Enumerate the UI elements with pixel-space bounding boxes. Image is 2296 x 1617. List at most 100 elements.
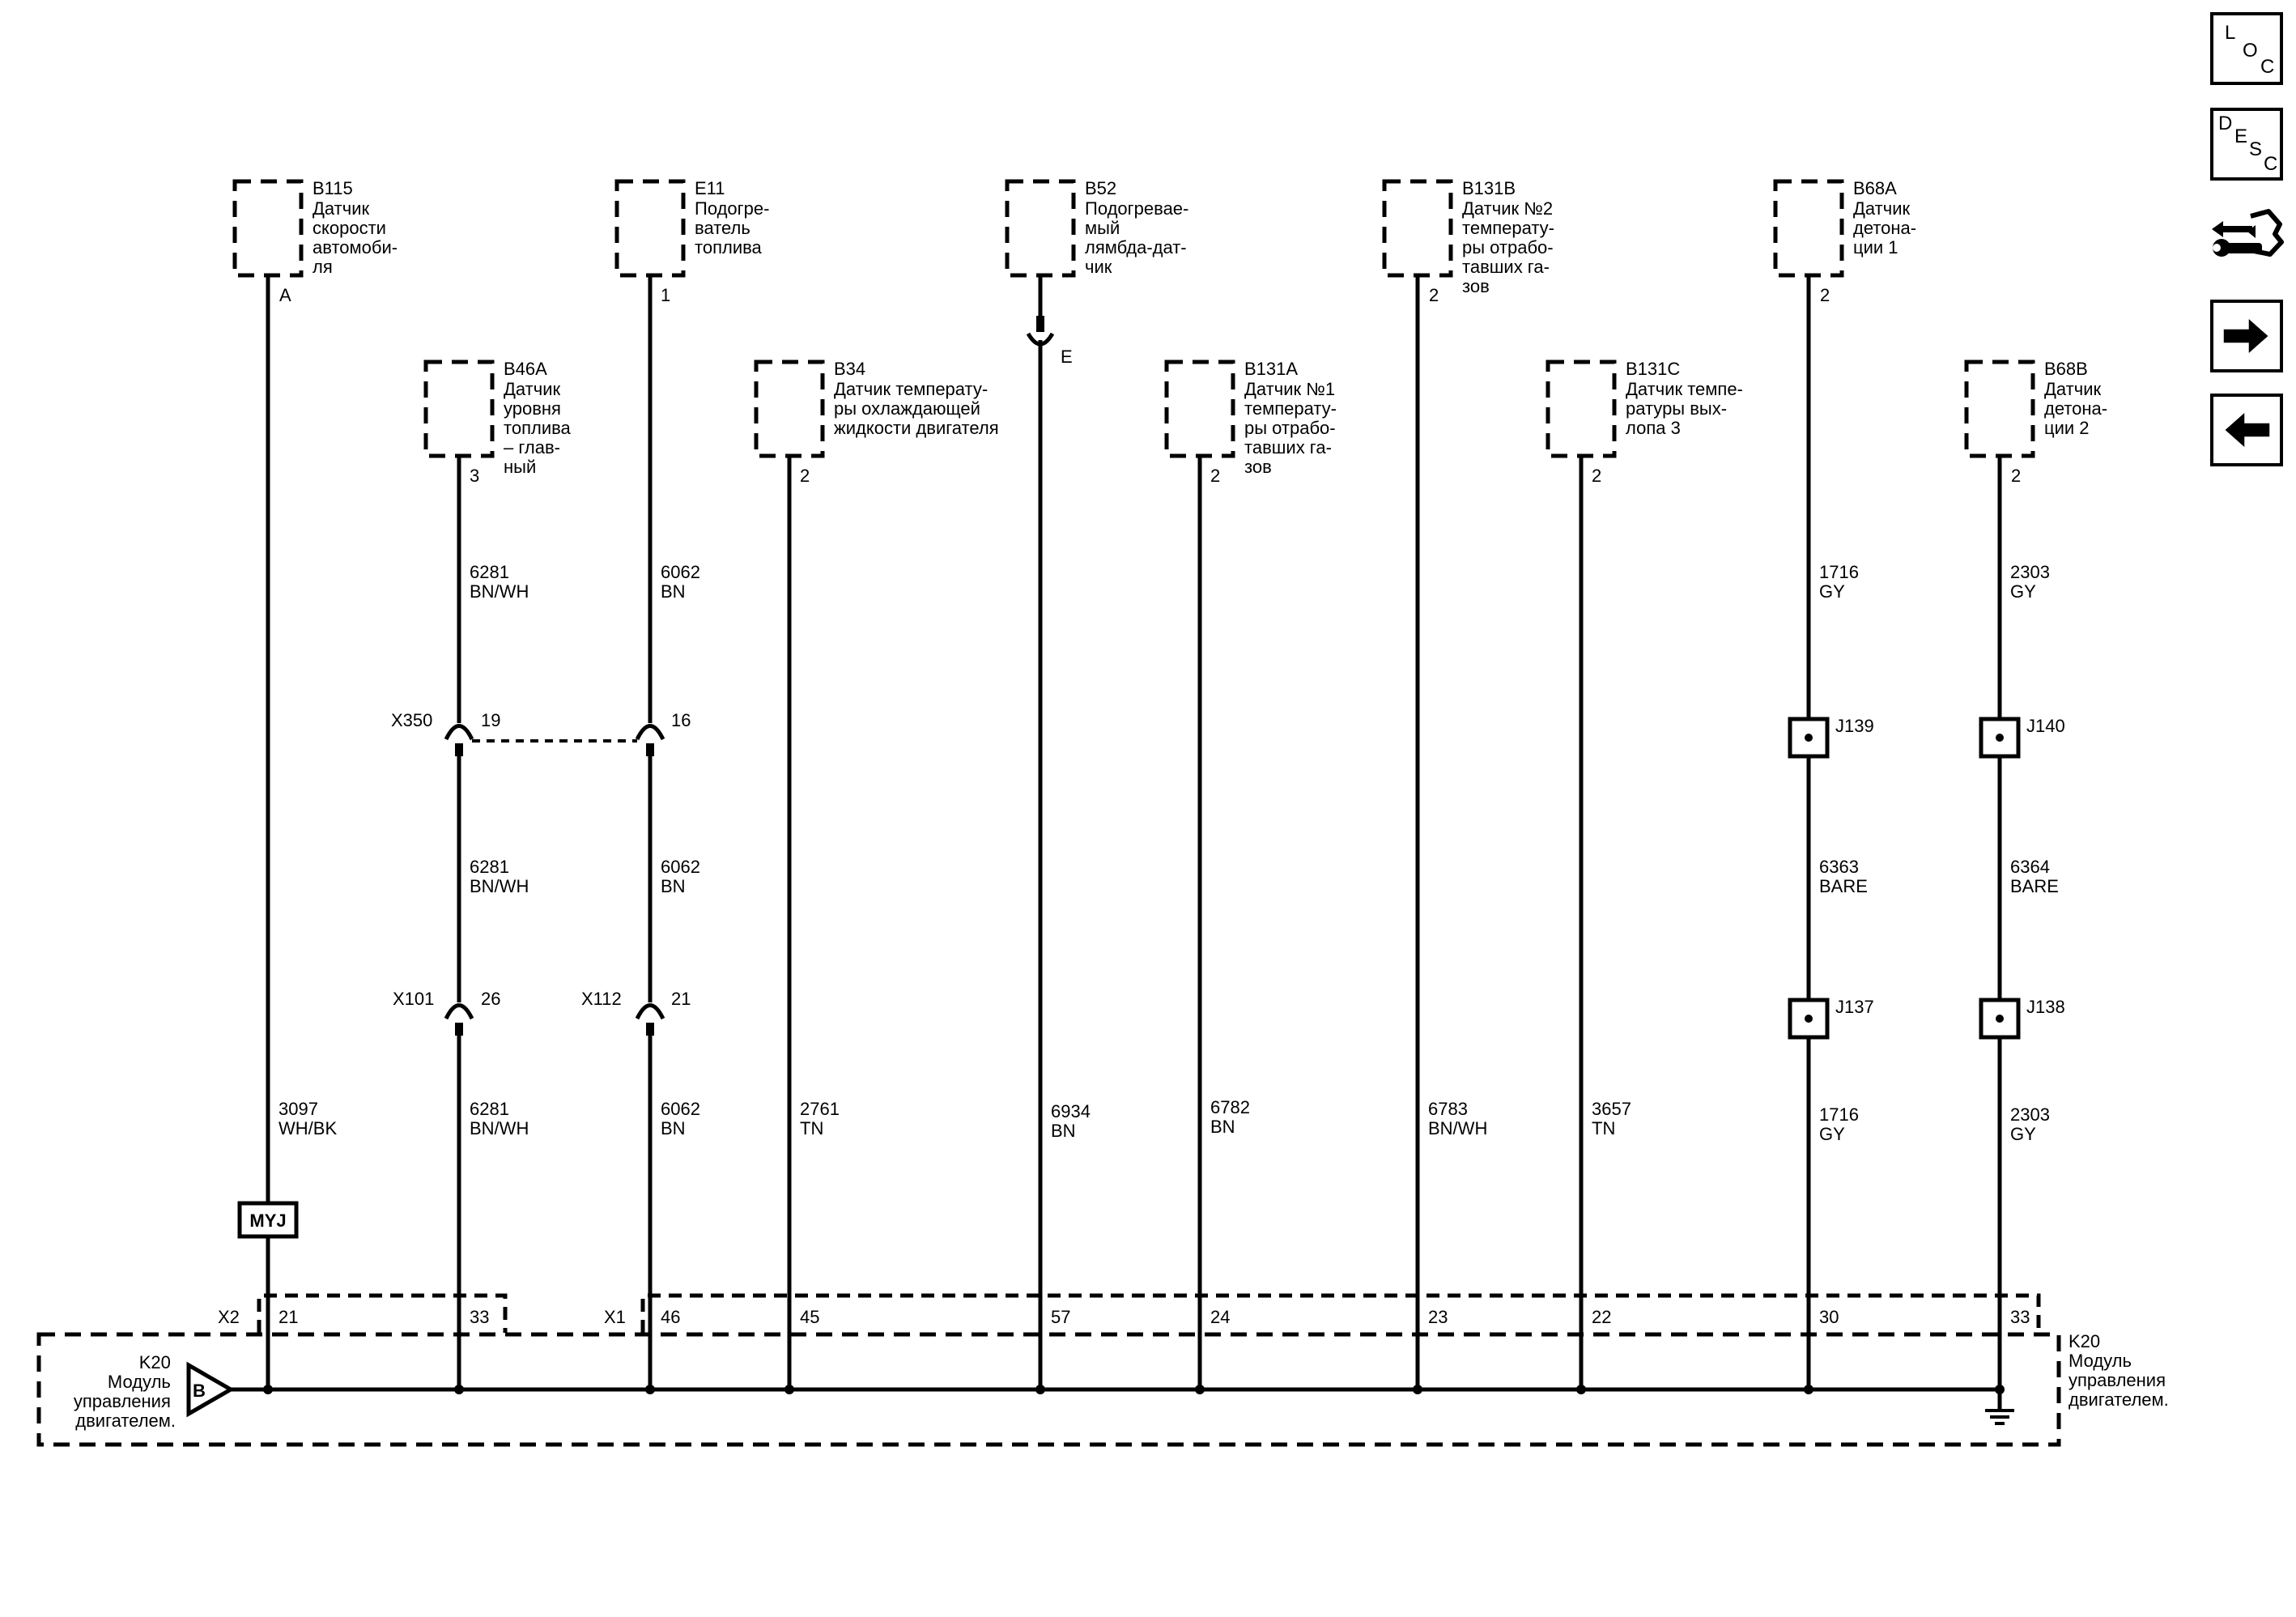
wire-6783-label: 6783 BN/WH [1428,1099,1487,1138]
b52-terminal [1036,316,1044,332]
connector-wrench-icon [2212,209,2284,257]
bus-junction-dot [263,1385,273,1394]
previous-page-button[interactable] [2210,394,2283,466]
ground-icon [1985,1409,2014,1425]
component-b131a-pin: 2 [1210,466,1220,486]
wire-6281-mid-label: 6281 BN/WH [470,857,529,896]
component-b46a-pin: 3 [470,466,479,486]
wire-6062-top-label: 6062 BN [661,562,705,602]
component-b46a-box[interactable] [423,360,495,458]
loc-letter-c: C [2260,56,2275,78]
k20-x1-pin: 33 [2010,1307,2030,1327]
next-page-button[interactable] [2210,300,2283,372]
component-e11-id: E11 [695,178,725,198]
wire-6281-bot-label: 6281 BN/WH [470,1099,529,1138]
splice-j140-label: J140 [2026,716,2065,736]
bus-junction-dot [645,1385,655,1394]
component-b68a-pin: 2 [1820,285,1830,305]
x112-terminal [646,1023,654,1036]
k20-left-label: K20 Модуль управления двигателем. [74,1352,176,1431]
k20-x2-pin: 33 [470,1307,489,1327]
desc-letter-d: D [2218,113,2233,134]
wire-3657-label: 3657 TN [1592,1099,1636,1138]
component-b68a-box[interactable] [1773,179,1844,278]
wire-6062-mid-label: 6062 BN [661,857,705,896]
component-b115-box[interactable] [232,179,304,278]
component-b115-desc: Датчик скорости автомоби- ля [313,198,402,277]
desc-letter-s: S [2249,138,2263,160]
x112-name: X112 [581,989,622,1009]
component-b131a-desc: Датчик №1 температу- ры отрабо- тавших г… [1244,379,1341,477]
component-b68a-desc: Датчик детона- ции 1 [1853,198,1921,257]
wire-2303-top-label: 2303 GY [2010,562,2055,602]
component-b52-desc: Подогревае- мый лямбда-дат- чик [1085,198,1194,277]
x350-terminal-b [646,743,654,756]
component-b52-id: B52 [1085,178,1116,198]
bus-junction-dot [1413,1385,1422,1394]
k20-x1-name: X1 [604,1307,626,1327]
component-b34-id: B34 [834,359,865,379]
wire-3097-label: 3097 WH/BK [278,1099,337,1138]
component-e11-pin: 1 [661,285,670,305]
x112-pin: 21 [671,989,691,1009]
arrow-left-icon [2225,413,2270,447]
component-b131b-id: B131B [1462,178,1516,198]
component-b131c-pin: 2 [1592,466,1601,486]
wire-1716-bot-label: 1716 GY [1819,1104,1864,1144]
component-b131c-id: B131C [1626,359,1680,379]
component-b52-box[interactable] [1005,179,1076,278]
splice-j139-dot [1805,734,1813,742]
component-b115-pin: A [279,285,291,305]
desc-letter-c: C [2264,153,2278,175]
splice-j138-label: J138 [2026,997,2065,1017]
component-b68b-box[interactable] [1964,360,2035,458]
splice-j139-label: J139 [1835,716,1874,736]
x350-pin-b: 16 [671,710,691,730]
desc-letter-e: E [2234,126,2248,147]
k20-x2-connector [257,1293,508,1333]
wire-6281-top-label: 6281 BN/WH [470,562,529,602]
bus-junction-dot [1035,1385,1045,1394]
bus-junction-dot [1195,1385,1205,1394]
k20-x1-pin: 46 [661,1307,680,1327]
component-b68b-pin: 2 [2011,466,2021,486]
component-b131b-box[interactable] [1382,179,1453,278]
k20-x1-pin: 24 [1210,1307,1230,1327]
component-b131a-box[interactable] [1164,360,1235,458]
k20-x2-pin: 21 [278,1307,298,1327]
component-b131c-box[interactable] [1546,360,1617,458]
component-b34-box[interactable] [754,360,825,458]
x350-name: X350 [391,710,432,730]
splice-j137-label: J137 [1835,997,1874,1017]
x101-connector-arc [444,1003,474,1020]
loc-button[interactable]: L O C [2210,12,2283,85]
component-b131b-desc: Датчик №2 температу- ры отрабо- тавших г… [1462,198,1559,296]
loc-letter-l: L [2225,22,2236,44]
k20-x1-pin: 22 [1592,1307,1611,1327]
k20-x1-pin: 45 [800,1307,819,1327]
component-e11-box[interactable] [614,179,686,278]
wire-6782-label: 6782 BN [1210,1097,1255,1137]
x101-terminal [455,1023,463,1036]
x350-pin-a: 19 [481,710,500,730]
connector-view-button[interactable] [2205,202,2288,275]
splice-j140-dot [1996,734,2004,742]
option-box-myj-label: MYJ [249,1211,286,1231]
desc-button[interactable]: D E S C [2210,108,2283,181]
x350-terminal-a [455,743,463,756]
bus-junction-dot [784,1385,794,1394]
component-b34-desc: Датчик температу- ры охлаждающей жидкост… [834,379,999,438]
option-box-myj[interactable] [237,1201,299,1239]
wire-6062-bot-label: 6062 BN [661,1099,705,1138]
x112-connector-arc [635,1003,665,1020]
component-b46a-desc: Датчик уровня топлива – глав- ный [504,379,576,477]
component-b68a-id: B68A [1853,178,1897,198]
bus-junction-dot [1576,1385,1586,1394]
module-b-symbol-icon [186,1361,236,1418]
k20-right-label: K20 Модуль управления двигателем. [2069,1331,2171,1410]
wire-2303-bot-label: 2303 GY [2010,1104,2055,1144]
component-b52-pin: E [1061,347,1073,367]
component-b68b-desc: Датчик детона- ции 2 [2044,379,2112,438]
k20-module-box[interactable] [36,1332,2061,1447]
